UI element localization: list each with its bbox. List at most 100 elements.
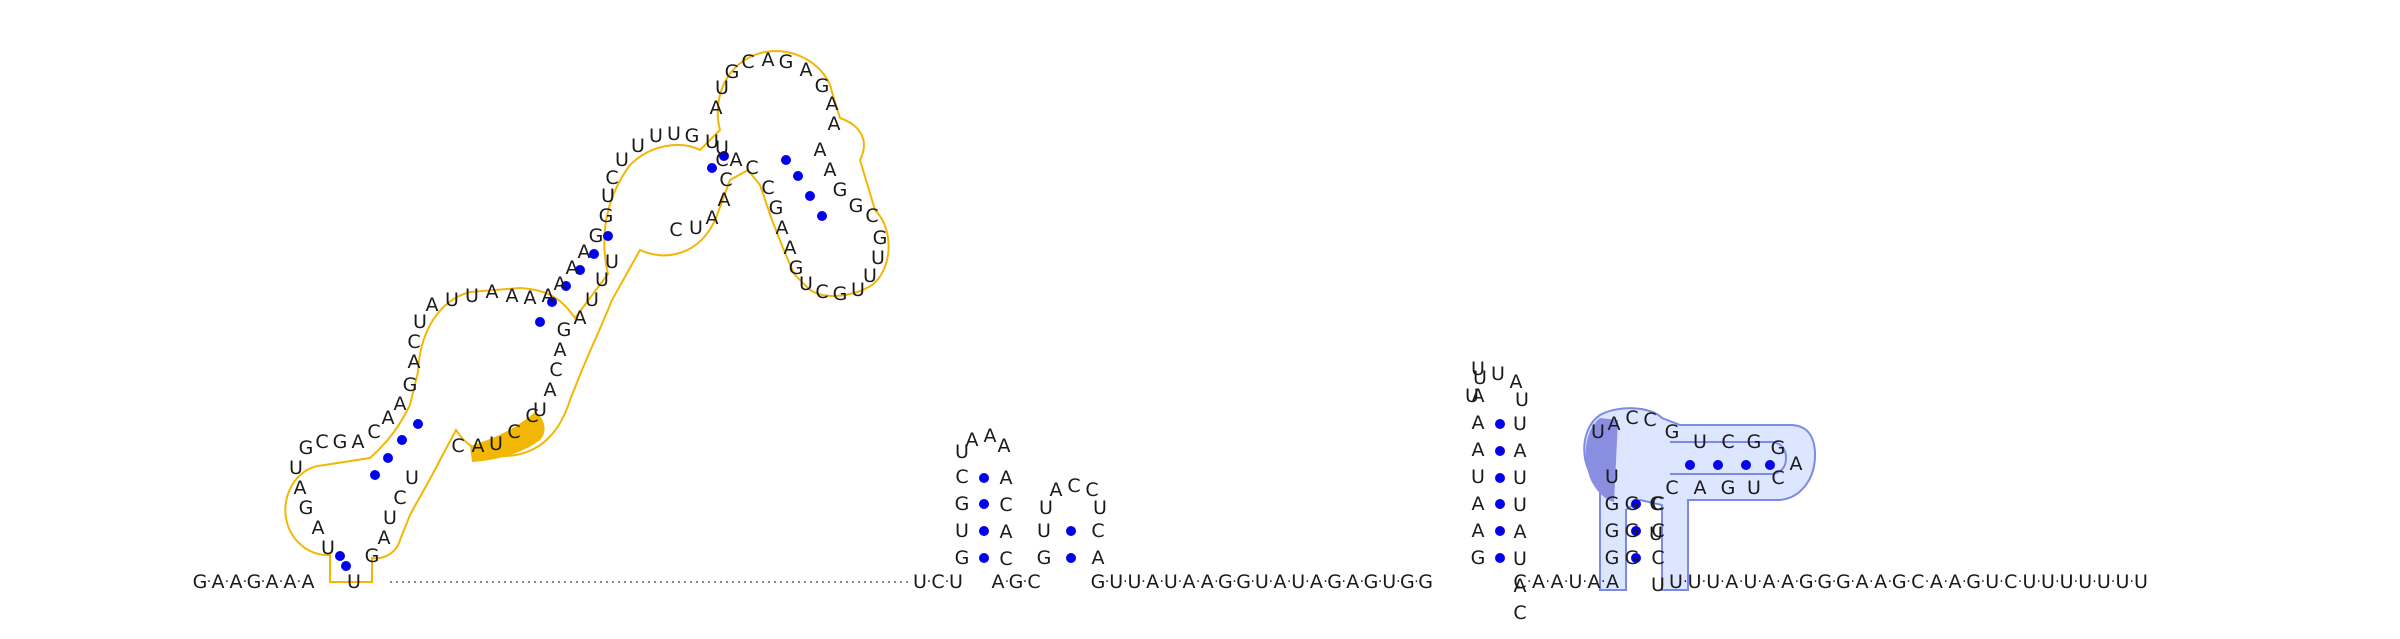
base-pair-dot: [1495, 473, 1505, 483]
base-pair-dot: [781, 155, 791, 165]
three-prime-nucleotide: U: [2060, 571, 2074, 593]
hairpin3-nucleotide: U: [1515, 389, 1529, 411]
backbone-link: ·: [1159, 574, 1163, 590]
backbone-link: ·: [1795, 574, 1799, 590]
backbone-link: ·: [1214, 574, 1218, 590]
yellow-domain-nucleotide: C: [741, 51, 754, 73]
base-pair-dot: [979, 526, 989, 536]
yellow-domain-nucleotide: U: [605, 251, 619, 273]
backbone-link: ·: [945, 574, 949, 590]
base-pair-dot: [413, 419, 423, 429]
blue-highlight-region: [1583, 407, 1817, 591]
yellow-domain-nucleotide: U: [851, 279, 865, 301]
three-prime-nucleotide: C: [1911, 571, 1924, 593]
linker-nucleotide: A: [1588, 571, 1601, 593]
backbone-link: ·: [1943, 574, 1947, 590]
base-pair-dot: [1741, 460, 1751, 470]
blue-domain-nucleotide: G: [1625, 520, 1640, 542]
three-prime-nucleotide: U: [1985, 571, 1999, 593]
base-pair-dot: [1765, 460, 1775, 470]
yellow-domain-nucleotide: A: [706, 207, 719, 229]
hairpin3-nucleotide: A: [1472, 412, 1485, 434]
linker-nucleotide: U: [1569, 571, 1583, 593]
blue-domain-nucleotide: G: [1605, 520, 1620, 542]
base-pair-dot: [707, 163, 717, 173]
linker-nucleotide: A: [1532, 571, 1545, 593]
hairpin1-nucleotide: A: [1000, 467, 1013, 489]
yellow-domain-nucleotide: G: [589, 225, 604, 247]
blue-domain-nucleotide: C: [1649, 493, 1662, 515]
base-pair-dot: [1495, 446, 1505, 456]
three-prime-nucleotide: U: [1688, 571, 1702, 593]
blue-domain-nucleotide: U: [1747, 477, 1761, 499]
hairpin3-nucleotide: U: [1473, 367, 1487, 389]
yellow-domain-nucleotide: A: [486, 281, 499, 303]
blue-domain-nucleotide: G: [1605, 493, 1620, 515]
blue-domain-nucleotide: C: [1625, 407, 1638, 429]
linker-nucleotide: G: [1418, 571, 1433, 593]
backbone-link: ·: [1414, 574, 1418, 590]
base-pair-dot: [1685, 460, 1695, 470]
yellow-domain-nucleotide: A: [554, 273, 567, 295]
yellow-domain-nucleotide: U: [405, 467, 419, 489]
yellow-domain-nucleotide: U: [445, 289, 459, 311]
yellow-domain-nucleotide: A: [814, 139, 827, 161]
base-pair-dot: [979, 473, 989, 483]
hairpin3-nucleotide: U: [1513, 494, 1527, 516]
blue-domain-nucleotide: A: [1790, 453, 1803, 475]
backbone-link: ·: [279, 574, 283, 590]
three-prime-nucleotide: A: [1725, 571, 1738, 593]
linker-nucleotide: A: [1274, 571, 1287, 593]
linker-nucleotide: U: [1127, 571, 1141, 593]
three-prime-nucleotide: A: [1781, 571, 1794, 593]
yellow-domain-nucleotide: A: [718, 189, 731, 211]
blue-domain-nucleotide: G: [1625, 493, 1640, 515]
backbone-link: ·: [1850, 574, 1854, 590]
yellow-domain-nucleotide: U: [715, 77, 729, 99]
three-prime-nucleotide: G: [1966, 571, 1981, 593]
blue-domain-nucleotide: G: [1625, 547, 1640, 569]
hairpin2-nucleotide: U: [1093, 497, 1107, 519]
yellow-domain-nucleotide: C: [367, 421, 380, 443]
hairpin3-nucleotide: U: [1491, 363, 1505, 385]
yellow-domain-nucleotide: G: [365, 545, 380, 567]
hairpin3-nucleotide: A: [1510, 371, 1523, 393]
base-pair-dot: [1631, 553, 1641, 563]
backbone-link: ·: [1888, 574, 1892, 590]
yellow-domain-nucleotide: U: [347, 571, 361, 593]
five-prime-nucleotide: G: [247, 571, 262, 593]
backbone-link: ·: [1776, 574, 1780, 590]
blue-domain-nucleotide: U: [1651, 574, 1665, 596]
backbone-link: ·: [1123, 574, 1127, 590]
yellow-domain-nucleotide: C: [315, 431, 328, 453]
linker-nucleotide: G: [1364, 571, 1379, 593]
yellow-domain-nucleotide: G: [333, 431, 348, 453]
blue-domain-nucleotide: G: [1747, 431, 1762, 453]
yellow-domain-nucleotide: C: [715, 149, 728, 171]
backbone-link: ·: [1546, 574, 1550, 590]
base-pair-dot: [1495, 499, 1505, 509]
base-pair-dot: [805, 191, 815, 201]
base-pair-dot: [719, 151, 729, 161]
yellow-domain-nucleotide: U: [601, 185, 615, 207]
yellow-domain-nucleotide: U: [413, 311, 427, 333]
yellow-domain-nucleotide: U: [489, 433, 503, 455]
hairpin3-nucleotide: G: [1471, 547, 1486, 569]
yellow-domain-nucleotide: A: [542, 285, 555, 307]
backbone-link: ·: [1832, 574, 1836, 590]
backbone-link: ·: [2018, 574, 2022, 590]
backbone-link: ·: [1720, 574, 1724, 590]
hairpin3-nucleotide: A: [1514, 521, 1527, 543]
five-prime-nucleotide: A: [284, 571, 297, 593]
yellow-domain-nucleotide: U: [667, 123, 681, 145]
backbone-link: ·: [1396, 574, 1400, 590]
backbone-link: ·: [2092, 574, 2096, 590]
yellow-domain-nucleotide: C: [393, 487, 406, 509]
backbone-link: ·: [2111, 574, 2115, 590]
yellow-domain-nucleotide: U: [871, 247, 885, 269]
base-pair-dot: [1066, 553, 1076, 563]
hairpin3-nucleotide: U: [1465, 385, 1479, 407]
hairpin1-nucleotide: A: [998, 435, 1011, 457]
yellow-domain-nucleotide: U: [705, 131, 719, 153]
blue-domain-nucleotide: G: [1665, 421, 1680, 443]
